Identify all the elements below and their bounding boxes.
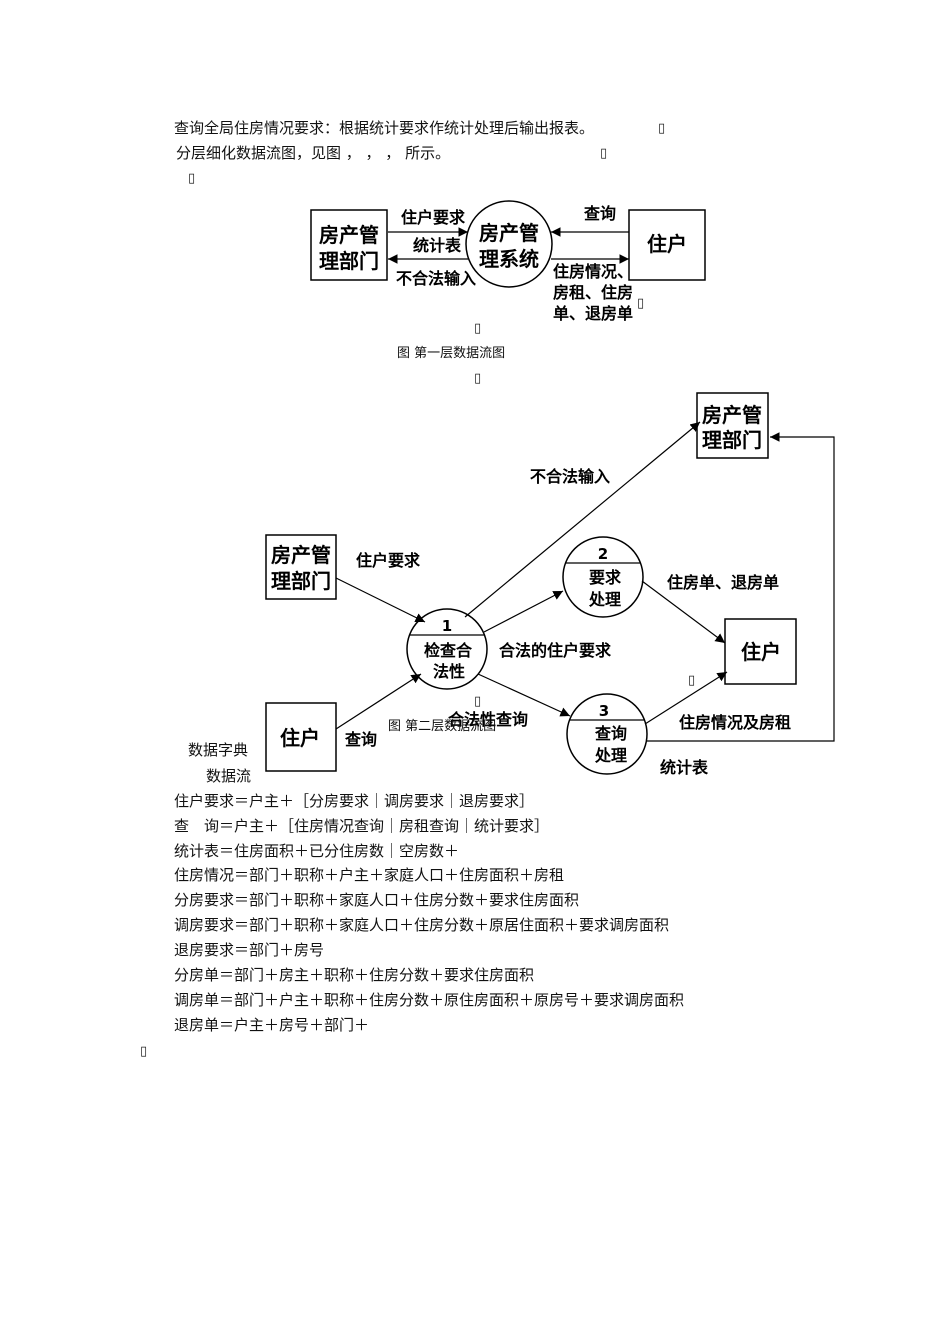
f2-user-right-label: 住户 bbox=[741, 640, 781, 664]
f2-flow-stats bbox=[647, 432, 835, 742]
f2-process-1-number: 1 bbox=[442, 617, 452, 635]
dictionary-entry: 分房单＝部门＋房主＋职称＋住房分数＋要求住房面积 bbox=[174, 966, 535, 984]
mark: ▯ bbox=[474, 694, 482, 709]
f1-flow-illegal-label: 不合法输入 bbox=[396, 269, 476, 288]
f2-user-left-label: 住户 bbox=[280, 726, 320, 750]
f2-flow-query bbox=[335, 673, 422, 730]
f2-flow-slips bbox=[641, 580, 726, 644]
f2-flow-slips-label: 住房单、退房单 bbox=[667, 573, 779, 592]
intro-line-1: 查询全局住房情况要求：根据统计要求作统计处理后输出报表。 bbox=[174, 119, 595, 137]
f1-flow-info-label-1: 住房情况、 bbox=[553, 262, 633, 281]
f2-process-3-number: 3 bbox=[599, 702, 609, 720]
figure-1-caption: 图 第一层数据流图 bbox=[397, 346, 506, 361]
f2-flow-legal-query bbox=[477, 673, 571, 717]
f2-process-1-name-1: 检查合 bbox=[424, 641, 473, 660]
mark: ▯ bbox=[637, 296, 645, 311]
f2-flow-info-rent-label: 住房情况及房租 bbox=[679, 713, 791, 732]
f1-dept-label-1: 房产管 bbox=[319, 223, 379, 247]
f2-process-2-number: 2 bbox=[598, 545, 608, 563]
f1-flow-info-label-2: 房租、住房 bbox=[553, 283, 633, 302]
f2-flow-legal-req bbox=[483, 590, 564, 633]
f2-dept-left-box bbox=[265, 534, 337, 600]
mark: ▯ bbox=[600, 146, 608, 161]
f2-flow-illegal-label: 不合法输入 bbox=[530, 467, 610, 486]
f1-system-label-1: 房产管 bbox=[479, 221, 539, 245]
f2-flow-user-req-label: 住户要求 bbox=[356, 551, 421, 570]
f2-dept-left-label-2: 理部门 bbox=[271, 569, 331, 593]
f2-flow-illegal bbox=[464, 421, 701, 618]
dictionary-entry: 调房要求＝部门＋职称＋家庭人口＋住房分数＋原居住面积＋要求调房面积 bbox=[174, 916, 670, 934]
f1-flow-query-label: 查询 bbox=[584, 204, 616, 223]
f2-flow-stats-label: 统计表 bbox=[660, 758, 709, 777]
f2-dept-left-label-1: 房产管 bbox=[271, 543, 331, 567]
dictionary-entry: 调房单＝部门＋户主＋职称＋住房分数＋原住房面积＋原房号＋要求调房面积 bbox=[174, 991, 685, 1009]
f1-user-label: 住户 bbox=[647, 232, 687, 256]
f2-process-3-circle bbox=[566, 693, 648, 775]
f2-dept-top-label-2: 理部门 bbox=[702, 428, 762, 452]
f2-process-2-name-2: 处理 bbox=[588, 590, 621, 609]
f1-user-box bbox=[628, 209, 706, 281]
f2-user-left-box bbox=[265, 702, 337, 772]
mark: ▯ bbox=[658, 121, 666, 136]
dictionary-title: 数据字典 bbox=[188, 741, 249, 759]
figure-2-caption: 图 第二层数据流图 bbox=[388, 719, 497, 734]
dictionary-entry: 退房要求＝部门＋房号 bbox=[174, 941, 325, 959]
f2-dept-top-label-1: 房产管 bbox=[702, 403, 762, 427]
f2-flow-query-label: 查询 bbox=[345, 730, 377, 749]
mark: ▯ bbox=[140, 1044, 148, 1059]
f2-flow-user-req bbox=[335, 577, 426, 623]
f1-system-circle bbox=[465, 200, 553, 288]
f2-process-2-circle bbox=[562, 536, 644, 618]
dictionary-entry: 住户要求＝户主＋［分房要求｜调房要求｜退房要求］ bbox=[174, 792, 535, 810]
f1-flow-req-label: 住户要求 bbox=[401, 208, 466, 227]
f2-process-2-name-1: 要求 bbox=[589, 568, 622, 587]
mark: ▯ bbox=[474, 371, 482, 386]
mark: ▯ bbox=[688, 673, 696, 688]
f2-process-3-name-1: 查询 bbox=[595, 724, 627, 743]
f2-process-1-name-2: 法性 bbox=[433, 662, 465, 681]
mark: ▯ bbox=[188, 171, 196, 186]
dictionary-entry: 住房情况＝部门＋职称＋户主＋家庭人口＋住房面积＋房租 bbox=[174, 866, 565, 884]
f1-dept-box bbox=[310, 209, 388, 281]
f1-flow-stats-label: 统计表 bbox=[413, 236, 462, 255]
intro-line-2: 分层细化数据流图，见图 ， ， ， 所示。 bbox=[176, 144, 451, 162]
dictionary-entry: 分房要求＝部门＋职称＋家庭人口＋住房分数＋要求住房面积 bbox=[174, 891, 580, 909]
dictionary-entry: 退房单＝户主＋房号＋部门＋ bbox=[174, 1016, 370, 1034]
dictionary-subtitle: 数据流 bbox=[206, 767, 252, 785]
f2-flow-info-rent bbox=[644, 671, 728, 725]
dictionary-entry: 查 询＝户主＋［住房情况查询｜房租查询｜统计要求］ bbox=[174, 817, 550, 835]
f1-dept-label-2: 理部门 bbox=[319, 249, 379, 273]
f2-user-right-box bbox=[724, 618, 797, 685]
f1-system-label-2: 理系统 bbox=[479, 247, 539, 271]
f2-process-1-circle bbox=[406, 608, 488, 690]
f2-flow-legal-query-label: 合法性查询 bbox=[448, 710, 528, 729]
f2-process-3-name-2: 处理 bbox=[594, 746, 627, 765]
f1-flow-info-label-3: 单、退房单 bbox=[553, 304, 633, 323]
dictionary-entry: 统计表＝住房面积＋已分住房数｜空房数＋ bbox=[174, 842, 460, 860]
mark: ▯ bbox=[474, 321, 482, 336]
f2-flow-legal-req-label: 合法的住户要求 bbox=[499, 641, 612, 660]
